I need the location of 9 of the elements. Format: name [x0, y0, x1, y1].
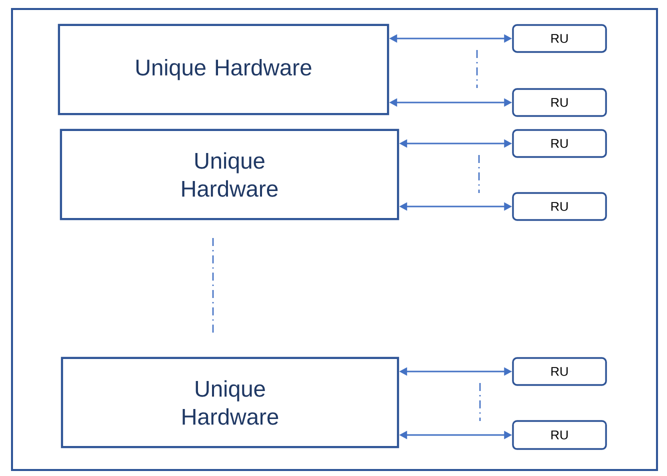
ru-box: RU — [512, 129, 607, 158]
ru-box: RU — [512, 192, 607, 221]
ru-box: RU — [512, 357, 607, 386]
ru-box: RU — [512, 24, 607, 53]
hardware-box: Unique Hardware — [60, 356, 400, 448]
hardware-box: Unique Hardware — [60, 128, 400, 220]
ru-box: RU — [512, 420, 607, 450]
ru-box: RU — [512, 88, 607, 117]
hardware-box: Unique Hardware — [58, 24, 390, 116]
